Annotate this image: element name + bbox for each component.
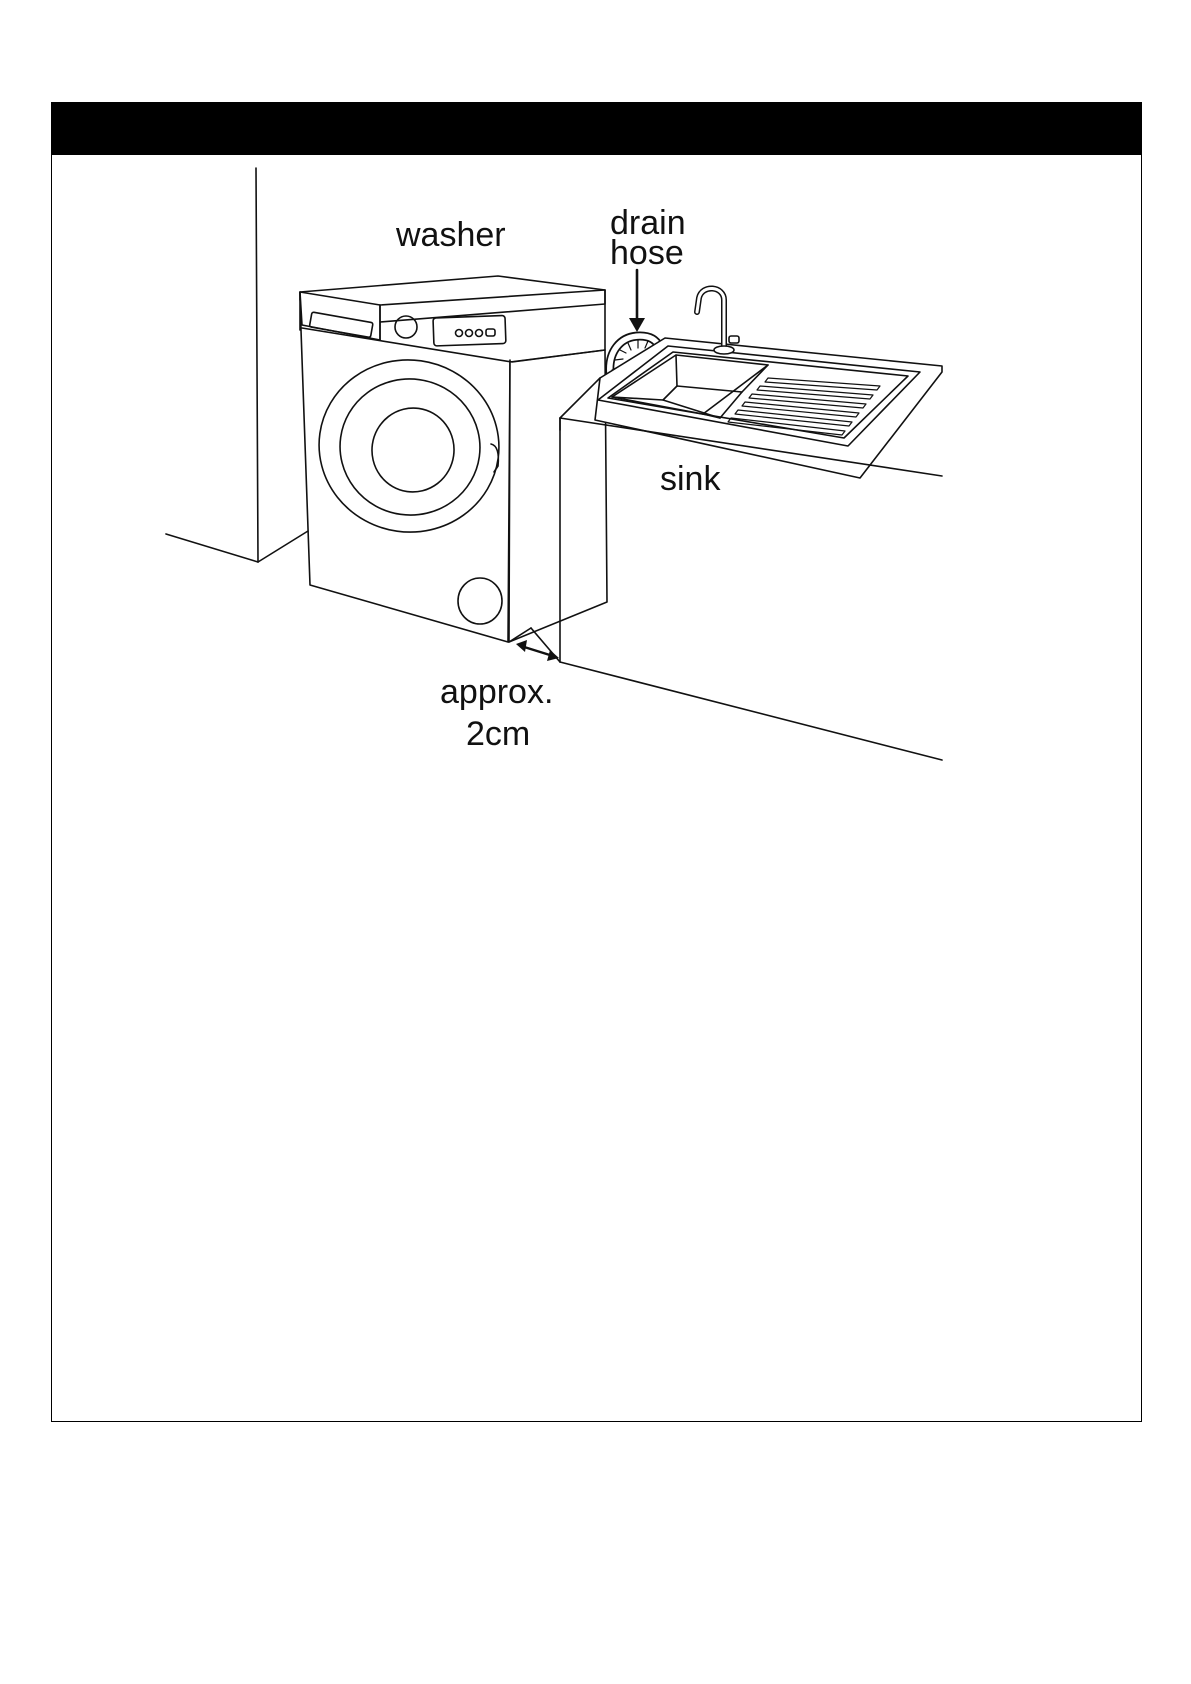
gap-label-line1: approx. xyxy=(440,673,553,711)
drain-hose-label-line2: hose xyxy=(610,234,684,272)
gap-label-line2: 2cm xyxy=(466,715,530,753)
sink-label: sink xyxy=(660,460,721,498)
washing-machine xyxy=(300,276,607,642)
drain-hose-arrow xyxy=(629,270,645,332)
gap-measurement-arrow xyxy=(516,640,559,661)
washer-label: washer xyxy=(395,216,506,254)
room-wall xyxy=(166,168,308,562)
